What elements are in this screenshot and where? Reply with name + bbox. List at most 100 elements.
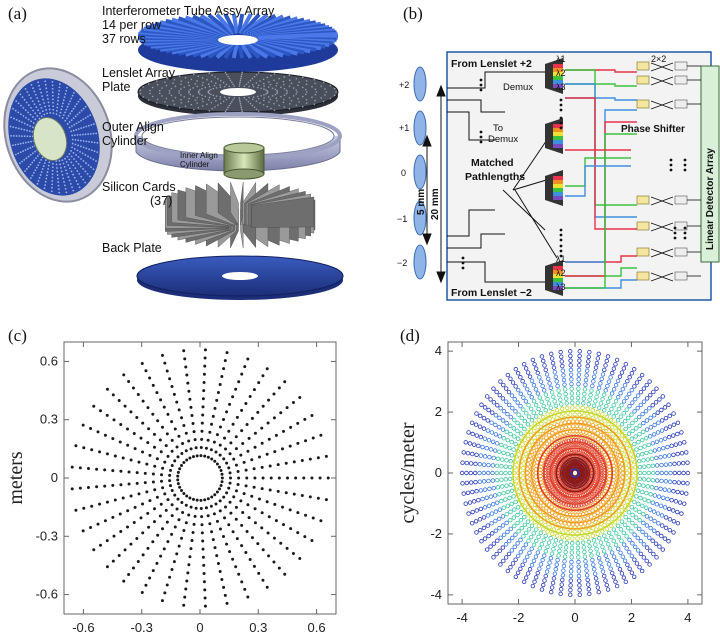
baseline-point [671, 489, 676, 494]
baseline-point [524, 410, 529, 416]
baseline-point [592, 571, 598, 576]
baseline-point [539, 587, 545, 592]
baseline-point [552, 542, 557, 547]
baseline-point [650, 538, 655, 543]
sample-point [215, 554, 219, 558]
sample-point [158, 514, 162, 518]
baseline-point [600, 529, 605, 534]
baseline-point [657, 397, 662, 402]
phase-shifter-label: Phase Shifter [621, 124, 685, 135]
baseline-point [658, 503, 664, 508]
sample-point [146, 441, 150, 445]
sample-point [257, 455, 261, 459]
baseline-point [494, 463, 500, 469]
x-tick-label: 0.6 [308, 620, 326, 632]
detector-label: Linear Detector Array [705, 148, 716, 250]
sample-point [203, 604, 207, 608]
baseline-point [492, 493, 498, 498]
baseline-point [672, 470, 678, 476]
baseline-point [568, 583, 573, 588]
baseline-point [611, 414, 616, 419]
sample-point [218, 527, 222, 531]
baseline-point [474, 530, 479, 535]
baseline-point [575, 550, 581, 555]
baseline-point [632, 409, 637, 414]
sample-point [214, 502, 218, 506]
baseline-point [641, 399, 647, 404]
baseline-point [527, 498, 532, 503]
baseline-point [640, 489, 645, 495]
baseline-point [583, 563, 589, 569]
baseline-point [521, 534, 526, 539]
sample-point [148, 576, 152, 580]
baseline-point [506, 389, 512, 395]
baseline-point [595, 585, 601, 590]
sample-point [257, 381, 261, 385]
sample-point [81, 529, 85, 533]
sample-point [195, 454, 199, 458]
sample-point [253, 521, 257, 525]
sample-point [222, 585, 226, 589]
sample-point [318, 476, 322, 480]
baseline-point [671, 411, 676, 416]
baseline-point [606, 410, 612, 416]
baseline-point [544, 499, 549, 505]
baseline-point [515, 428, 520, 434]
baseline-point [638, 551, 644, 557]
sample-point [324, 498, 328, 502]
sample-point [144, 583, 148, 587]
sample-point [132, 520, 136, 524]
sample-point [222, 417, 226, 421]
baseline-point [497, 525, 502, 531]
baseline-point [626, 415, 631, 421]
baseline-point [629, 371, 635, 376]
baseline-point [584, 368, 590, 373]
baseline-point [637, 376, 642, 381]
baseline-point [603, 578, 608, 583]
baseline-point [482, 536, 488, 541]
baseline-point [518, 517, 524, 523]
sample-point [193, 514, 197, 518]
baseline-point [515, 553, 521, 559]
baseline-point [655, 410, 660, 415]
baseline-point [466, 430, 471, 435]
baseline-point [582, 387, 588, 392]
sample-point [141, 421, 145, 425]
baseline-point [640, 451, 645, 457]
lenslet-label-p2: +2 [399, 80, 409, 90]
baseline-point [623, 426, 628, 432]
sample-point [308, 495, 312, 499]
baseline-point [508, 423, 513, 428]
baseline-point [535, 550, 541, 555]
baseline-point [553, 567, 558, 572]
baseline-point [625, 562, 630, 567]
sample-point [92, 548, 96, 552]
sample-point [194, 446, 198, 450]
baseline-point [675, 420, 681, 426]
sample-point [292, 492, 296, 496]
baseline-point [555, 408, 560, 413]
baseline-point [505, 437, 510, 443]
baseline-point [606, 530, 612, 536]
baseline-point [654, 439, 660, 444]
sample-point [168, 468, 172, 472]
sample-point [215, 462, 219, 466]
sample-point [145, 462, 149, 466]
sample-point [189, 505, 193, 509]
baseline-point [624, 395, 629, 400]
baseline-point [478, 413, 483, 419]
baseline-point [500, 427, 506, 432]
baseline-point [538, 562, 544, 567]
baseline-point [529, 502, 535, 507]
sample-point [250, 458, 254, 462]
sample-point [90, 504, 94, 508]
sample-point [310, 539, 314, 543]
baseline-point [567, 498, 572, 503]
baseline-point [585, 534, 591, 540]
sample-point [202, 389, 206, 393]
sample-point [260, 526, 264, 530]
baseline-point [641, 458, 646, 463]
sample-point [187, 439, 191, 443]
baseline-point [609, 406, 614, 412]
baseline-point [523, 575, 529, 580]
